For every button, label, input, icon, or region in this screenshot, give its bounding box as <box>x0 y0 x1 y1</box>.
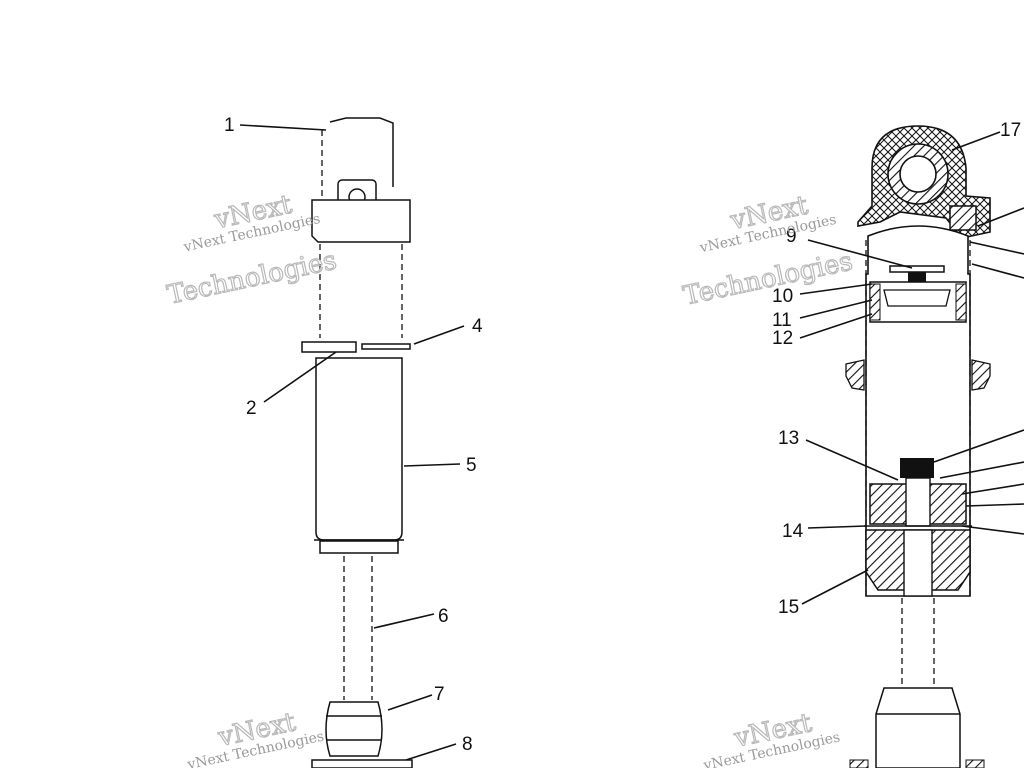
valve-cap <box>889 265 945 273</box>
callout-2: 2 <box>246 398 257 419</box>
svg-text:Technologies: Technologies <box>165 246 340 311</box>
piston-shaft-top <box>905 477 931 527</box>
callout-1: 1 <box>224 115 235 136</box>
watermark-bottom-right: vNext Technologies vNext <box>701 707 841 768</box>
watermark-top-right: vNext Technologies vNext Technologies <box>680 190 856 312</box>
main-body <box>315 357 403 541</box>
callout-13: 13 <box>778 428 799 449</box>
callout-17: 17 <box>1000 120 1021 141</box>
callout-8: 8 <box>462 734 473 755</box>
body-bottom-ring <box>319 540 399 554</box>
top-cap <box>329 117 394 187</box>
callout-4: 4 <box>472 316 483 337</box>
upper-body-head <box>311 199 411 243</box>
flange-right <box>971 359 991 391</box>
piston-nut <box>900 458 934 478</box>
retaining-clip <box>361 343 411 350</box>
callout-6: 6 <box>438 606 449 627</box>
washer <box>311 759 413 768</box>
right-shock-cross-section: 17 9 10 11 12 13 14 15 <box>772 120 1024 768</box>
watermark-top-left: vNext Technologies vNext Technologies <box>164 189 340 311</box>
callout-14: 14 <box>782 521 804 542</box>
callout-7: 7 <box>434 684 445 705</box>
spring-seat-ring <box>301 341 357 353</box>
watermark-bottom-left: vNext Technologies vNext <box>185 707 325 768</box>
callout-10: 10 <box>772 286 793 307</box>
bottom-bumper <box>875 687 961 768</box>
bearing-inner <box>899 155 937 193</box>
seal-block <box>949 205 977 231</box>
callout-12: 12 <box>772 328 793 349</box>
callout-5: 5 <box>466 455 477 476</box>
left-shock-assembly: 1 2 4 5 6 7 8 <box>224 115 483 768</box>
flange-left <box>845 359 865 391</box>
valve-plug <box>908 272 926 284</box>
callout-11: 11 <box>772 310 792 331</box>
callout-9: 9 <box>786 226 797 247</box>
callout-15: 15 <box>778 597 799 618</box>
svg-text:Technologies: Technologies <box>681 246 856 311</box>
bumper <box>325 701 383 757</box>
